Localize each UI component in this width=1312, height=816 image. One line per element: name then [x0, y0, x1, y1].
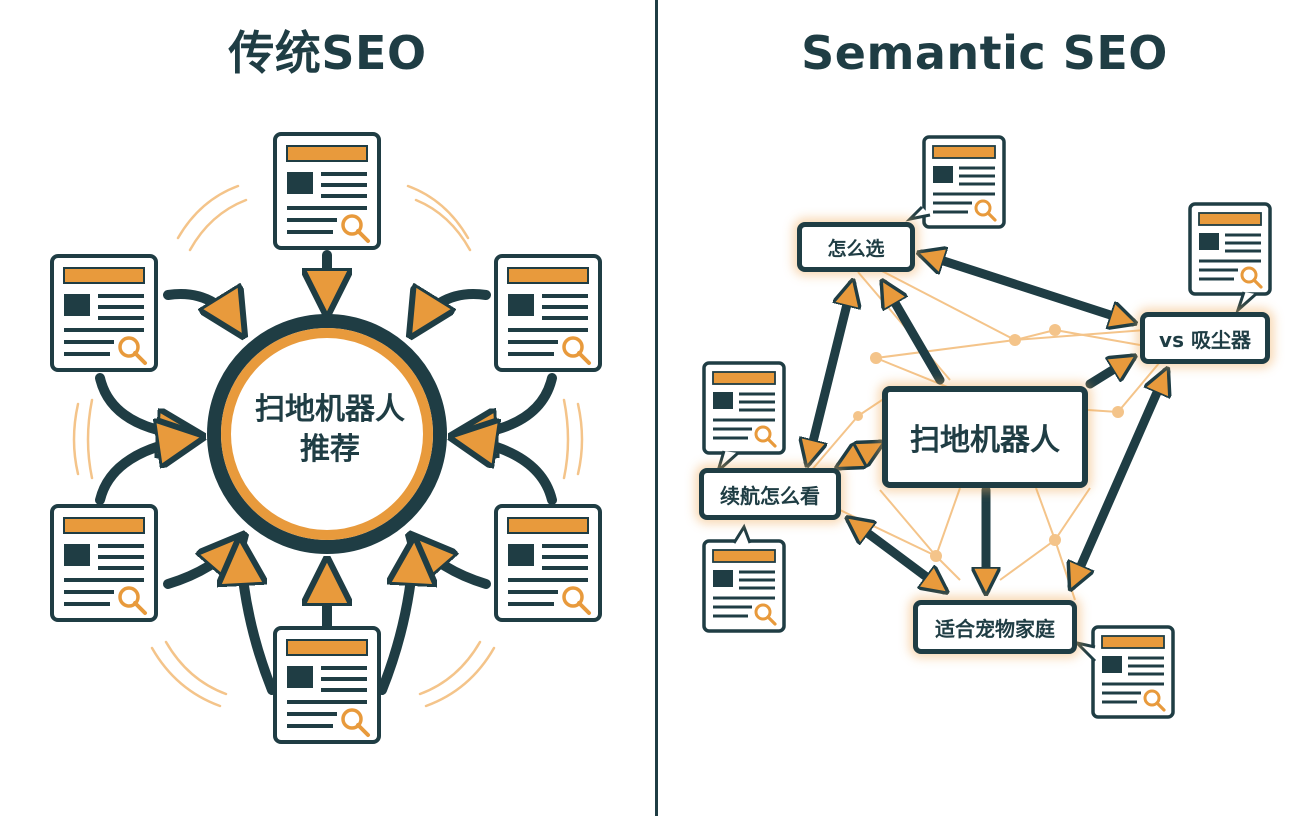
hub-label: 扫地机器人 推荐 — [212, 390, 448, 470]
node-pet-family: 适合宠物家庭 — [913, 600, 1077, 654]
document-page-icon — [494, 254, 602, 372]
panel-divider — [655, 0, 658, 816]
relation-arrows — [808, 254, 1166, 590]
document-page-icon — [494, 504, 602, 622]
doc-callouts — [702, 135, 1272, 719]
node-vs-vacuum: vs 吸尘器 — [1140, 312, 1270, 364]
hub-label-line2: 推荐 — [300, 432, 360, 467]
left-panel-title: 传统SEO — [228, 26, 427, 80]
motion-arcs — [72, 184, 584, 708]
node-how-to-choose: 怎么选 — [797, 222, 915, 272]
inbound-arrows — [95, 250, 557, 695]
document-page-icon — [50, 254, 158, 372]
hub-label-line1: 扫地机器人 — [255, 392, 405, 427]
node-center-topic: 扫地机器人 — [882, 386, 1088, 488]
left-panel-graphics — [50, 132, 602, 744]
document-page-icon — [273, 626, 381, 744]
document-page-icon — [50, 504, 158, 622]
hub-ring-inner — [221, 328, 433, 540]
document-page-icon — [273, 132, 381, 250]
right-panel-title: Semantic SEO — [801, 26, 1168, 80]
node-battery-life: 续航怎么看 — [699, 468, 841, 520]
